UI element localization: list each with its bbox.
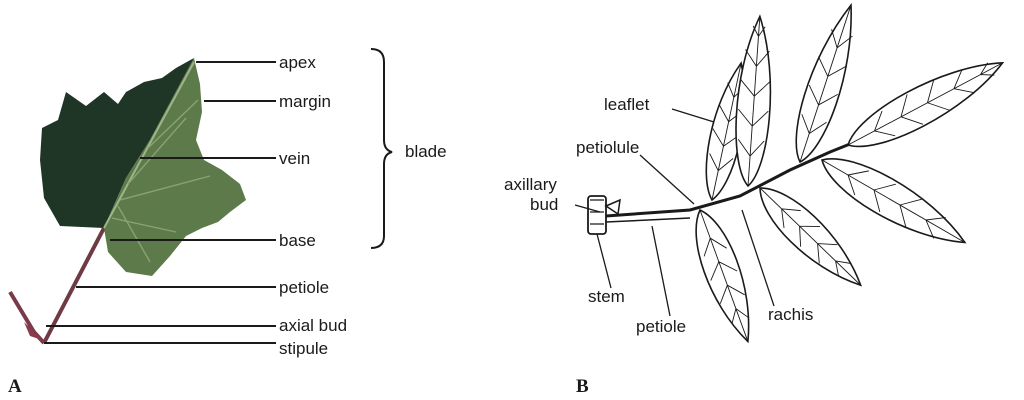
label-vein: vein [279,149,310,168]
label-rachis: rachis [768,305,813,324]
leaflet-2 [732,15,777,187]
label-petiolule: petiolule [576,138,639,157]
panel-a-simple-leaf: apex margin vein base petiole axial bud … [8,49,447,397]
label-petiole-b: petiole [636,317,686,336]
label-stipule: stipule [279,339,328,358]
label-base: base [279,231,316,250]
stipule-shape [10,292,44,343]
label-margin: margin [279,92,331,111]
label-blade: blade [405,142,447,161]
panel-label-a: A [8,376,22,397]
stem-shape [588,196,606,234]
petiole-shape-b [606,218,690,222]
stem-leader-line [597,234,611,288]
panel-label-b: B [576,376,589,397]
leaflet-leader-line [672,109,714,122]
panel-b-compound-leaf: leaflet petiolule axillary bud stem peti… [504,0,1011,397]
label-axial-bud: axial bud [279,316,347,335]
axillary-bud-shape [606,200,620,214]
label-stem: stem [588,287,625,306]
rachis-leader-line [742,210,774,306]
leaflet-7 [684,204,764,347]
label-petiole-a: petiole [279,278,329,297]
petiolule-leader-line [640,155,694,204]
label-bud: bud [530,195,558,214]
petiole-leader-line-b [652,226,670,316]
label-leaflet: leaflet [604,95,650,114]
blade-bracket [371,49,392,248]
label-axillary: axillary [504,175,557,194]
label-apex: apex [279,53,316,72]
leaflet-4 [839,46,1011,161]
